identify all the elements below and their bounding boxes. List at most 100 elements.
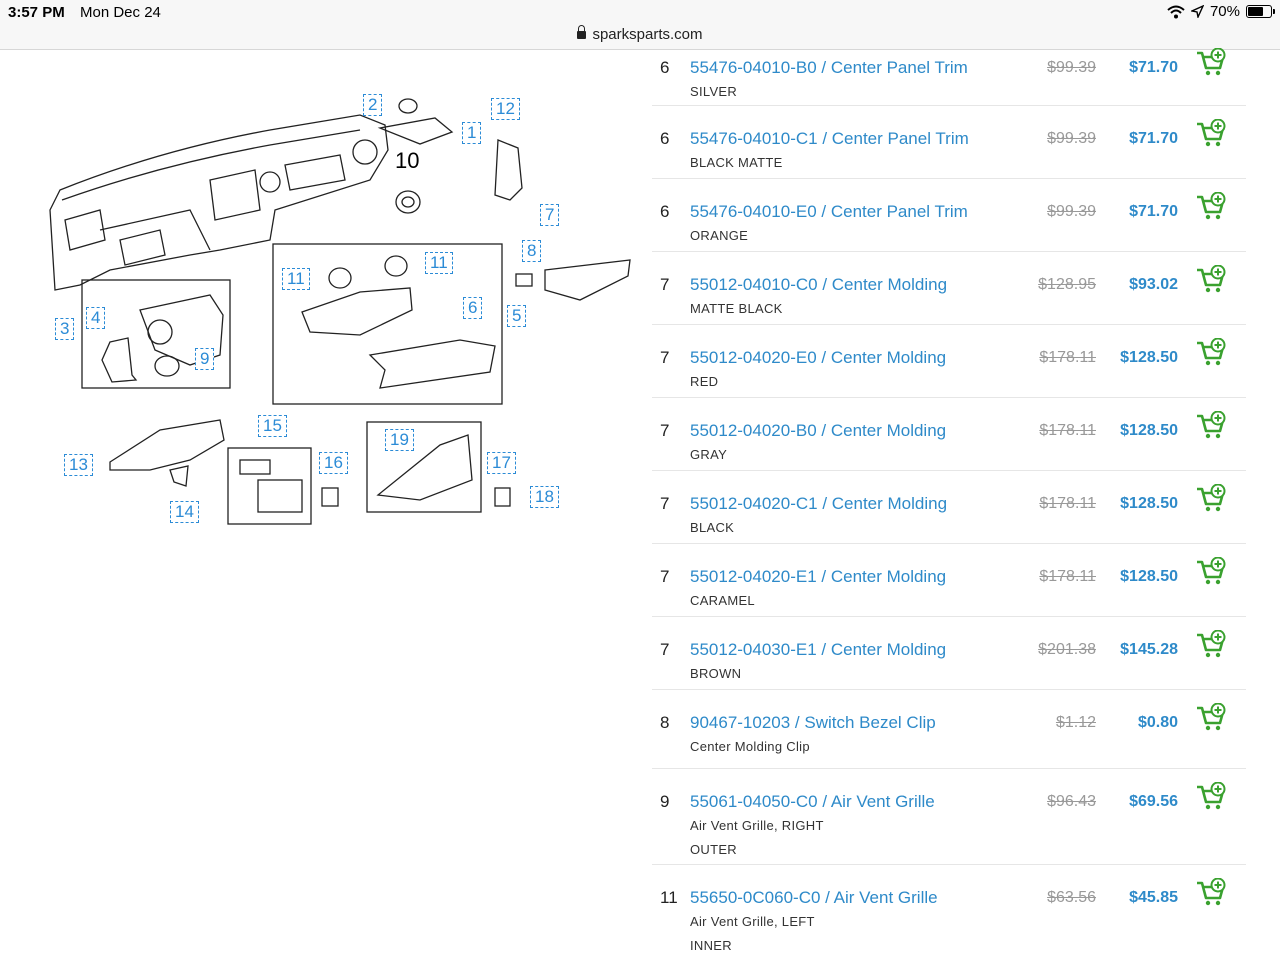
part-link[interactable]: 55012-04020-C1 / Center Molding xyxy=(690,494,948,513)
callout-7[interactable]: 7 xyxy=(540,204,560,226)
part-diagram-number: 11 xyxy=(660,888,678,907)
part-link[interactable]: 90467-10203 / Switch Bezel Clip xyxy=(690,713,936,732)
part-list-price: $99.39 xyxy=(1047,203,1096,220)
part-sale-price: $93.02 xyxy=(1129,276,1178,293)
part-link[interactable]: 55012-04010-C0 / Center Molding xyxy=(690,275,948,294)
part-diagram-number: 6 xyxy=(660,202,670,221)
add-to-cart-icon[interactable] xyxy=(1196,48,1226,76)
parts-diagram: 10 1 2 3 4 5 6 7 8 9 11 11 12 13 14 15 1… xyxy=(40,70,640,540)
callout-15[interactable]: 15 xyxy=(258,415,287,437)
part-list-price: $178.11 xyxy=(1039,349,1096,366)
add-to-cart-icon[interactable] xyxy=(1196,119,1226,147)
part-sale-price: $128.50 xyxy=(1120,422,1178,439)
part-description: CARAMEL xyxy=(690,593,755,608)
part-link[interactable]: 55012-04030-E1 / Center Molding xyxy=(690,640,947,659)
add-to-cart-icon[interactable] xyxy=(1196,265,1226,293)
callout-14[interactable]: 14 xyxy=(170,501,199,523)
lock-icon xyxy=(577,25,587,39)
part-description: SILVER xyxy=(690,84,738,99)
part-link[interactable]: 55012-04020-E0 / Center Molding xyxy=(690,348,947,367)
callout-11-left[interactable]: 11 xyxy=(282,268,310,290)
part-sale-price: $0.80 xyxy=(1137,714,1178,731)
part-sale-price: $71.70 xyxy=(1129,59,1178,76)
callout-16[interactable]: 16 xyxy=(319,452,348,474)
part-sale-price: $69.56 xyxy=(1129,793,1178,810)
callout-6[interactable]: 6 xyxy=(463,297,483,319)
callout-13[interactable]: 13 xyxy=(64,454,93,476)
part-description: Center Molding Clip xyxy=(690,739,810,754)
part-description: BLACK MATTE xyxy=(690,155,783,170)
part-sale-price: $145.28 xyxy=(1120,641,1178,658)
callout-12[interactable]: 12 xyxy=(491,98,520,120)
part-link[interactable]: 55476-04010-B0 / Center Panel Trim xyxy=(690,58,968,77)
callout-17[interactable]: 17 xyxy=(487,452,516,474)
add-to-cart-icon[interactable] xyxy=(1196,630,1226,658)
part-description: RED xyxy=(690,374,719,389)
part-sale-price: $45.85 xyxy=(1129,889,1178,906)
part-sale-price: $71.70 xyxy=(1129,130,1178,147)
part-diagram-number: 7 xyxy=(660,567,670,586)
part-label-10: 10 xyxy=(395,148,420,173)
wifi-icon xyxy=(1167,5,1185,18)
callout-4[interactable]: 4 xyxy=(86,307,106,329)
callout-19[interactable]: 19 xyxy=(385,429,414,451)
add-to-cart-icon[interactable] xyxy=(1196,411,1226,439)
callout-8[interactable]: 8 xyxy=(522,240,542,262)
part-link[interactable]: 55012-04020-E1 / Center Molding xyxy=(690,567,947,586)
callout-9[interactable]: 9 xyxy=(195,348,215,370)
part-link[interactable]: 55061-04050-C0 / Air Vent Grille xyxy=(690,792,935,811)
part-diagram-number: 7 xyxy=(660,640,670,659)
part-sale-price: $128.50 xyxy=(1120,349,1178,366)
part-list-price: $1.12 xyxy=(1055,714,1096,731)
callout-2[interactable]: 2 xyxy=(363,94,383,116)
part-diagram-number: 6 xyxy=(660,58,670,77)
battery-icon xyxy=(1246,5,1275,18)
status-date: Mon Dec 24 xyxy=(80,4,161,21)
part-diagram-number: 6 xyxy=(660,129,670,148)
part-link[interactable]: 55476-04010-E0 / Center Panel Trim xyxy=(690,202,968,221)
part-description: GRAY xyxy=(690,447,728,462)
part-list-price: $178.11 xyxy=(1039,422,1096,439)
part-description: Air Vent Grille, LEFT xyxy=(690,914,815,929)
part-list-price: $99.39 xyxy=(1047,130,1096,147)
callout-1[interactable]: 1 xyxy=(462,122,482,144)
status-right: 70% xyxy=(1167,3,1275,20)
part-list-price: $99.39 xyxy=(1047,59,1096,76)
url-display[interactable]: sparksparts.com xyxy=(0,25,1280,43)
callout-18[interactable]: 18 xyxy=(530,486,559,508)
location-arrow-icon xyxy=(1190,5,1204,18)
part-diagram-number: 9 xyxy=(660,792,670,811)
battery-level xyxy=(1248,7,1264,16)
part-sale-price: $128.50 xyxy=(1120,568,1178,585)
part-link[interactable]: 55476-04010-C1 / Center Panel Trim xyxy=(690,129,969,148)
add-to-cart-icon[interactable] xyxy=(1196,703,1226,731)
add-to-cart-icon[interactable] xyxy=(1196,338,1226,366)
part-link[interactable]: 55650-0C060-C0 / Air Vent Grille xyxy=(690,888,938,907)
part-description: ORANGE xyxy=(690,228,749,243)
add-to-cart-icon[interactable] xyxy=(1196,192,1226,220)
part-link[interactable]: 55012-04020-B0 / Center Molding xyxy=(690,421,947,440)
callout-11-right[interactable]: 11 xyxy=(425,252,453,274)
callout-5[interactable]: 5 xyxy=(507,305,527,327)
add-to-cart-icon[interactable] xyxy=(1196,878,1226,906)
callout-3[interactable]: 3 xyxy=(55,318,75,340)
part-description: MATTE BLACK xyxy=(690,301,783,316)
add-to-cart-icon[interactable] xyxy=(1196,782,1226,810)
add-to-cart-icon[interactable] xyxy=(1196,557,1226,585)
address-bar[interactable]: sparksparts.com xyxy=(0,25,1280,50)
add-to-cart-icon[interactable] xyxy=(1196,484,1226,512)
part-list-price: $201.38 xyxy=(1038,641,1096,658)
part-diagram-number: 7 xyxy=(660,421,670,440)
part-list-price: $63.56 xyxy=(1047,889,1096,906)
part-list-price: $128.95 xyxy=(1038,276,1096,293)
